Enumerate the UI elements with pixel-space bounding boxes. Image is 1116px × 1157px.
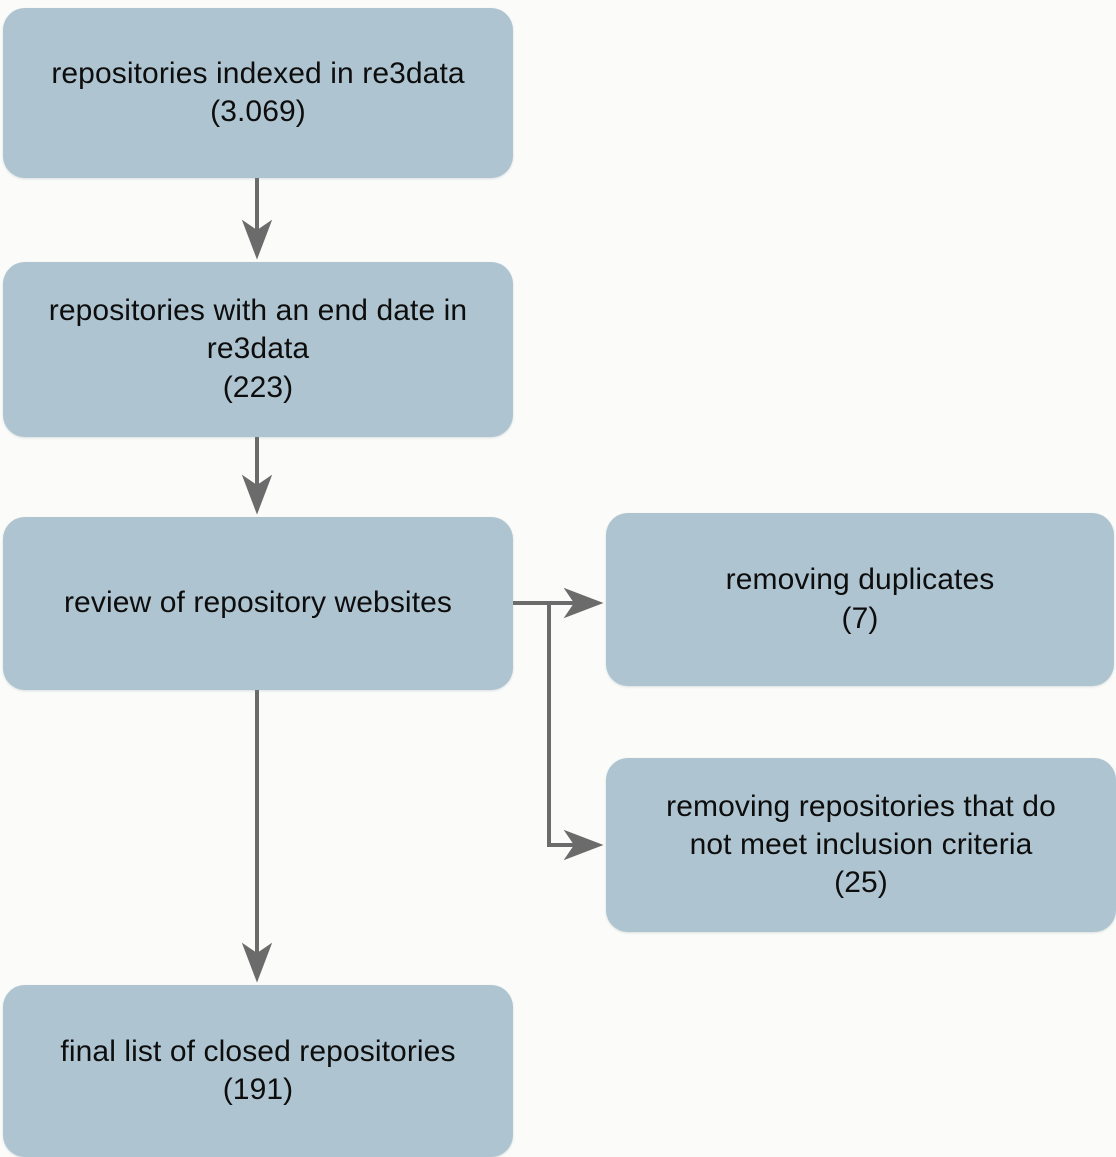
node-final-list-of-closed-repositories[interactable]: final list of closed repositories (191) xyxy=(3,985,513,1157)
node-repositories-indexed[interactable]: repositories indexed in re3data (3.069) xyxy=(3,8,513,178)
edge-review-to-criteria xyxy=(547,603,604,861)
node-repositories-with-end-date[interactable]: repositories with an end date in re3data… xyxy=(3,262,513,437)
node-review-of-repository-websites[interactable]: review of repository websites xyxy=(3,517,513,690)
node-repositories-indexed-label: repositories indexed in re3data (3.069) xyxy=(51,56,465,128)
node-removing-repositories-not-meeting-criteria[interactable]: removing repositories that do not meet i… xyxy=(606,758,1116,932)
node-final-list-of-closed-repositories-label: final list of closed repositories (191) xyxy=(60,1034,456,1106)
node-removing-duplicates[interactable]: removing duplicates (7) xyxy=(606,513,1114,686)
node-review-of-repository-websites-label: review of repository websites xyxy=(63,586,453,620)
node-removing-duplicates-label: removing duplicates (7) xyxy=(725,563,995,635)
node-repositories-with-end-date-label: repositories with an end date in re3data… xyxy=(48,294,468,404)
node-removing-repositories-not-meeting-criteria-label: removing repositories that do not meet i… xyxy=(666,789,1056,900)
